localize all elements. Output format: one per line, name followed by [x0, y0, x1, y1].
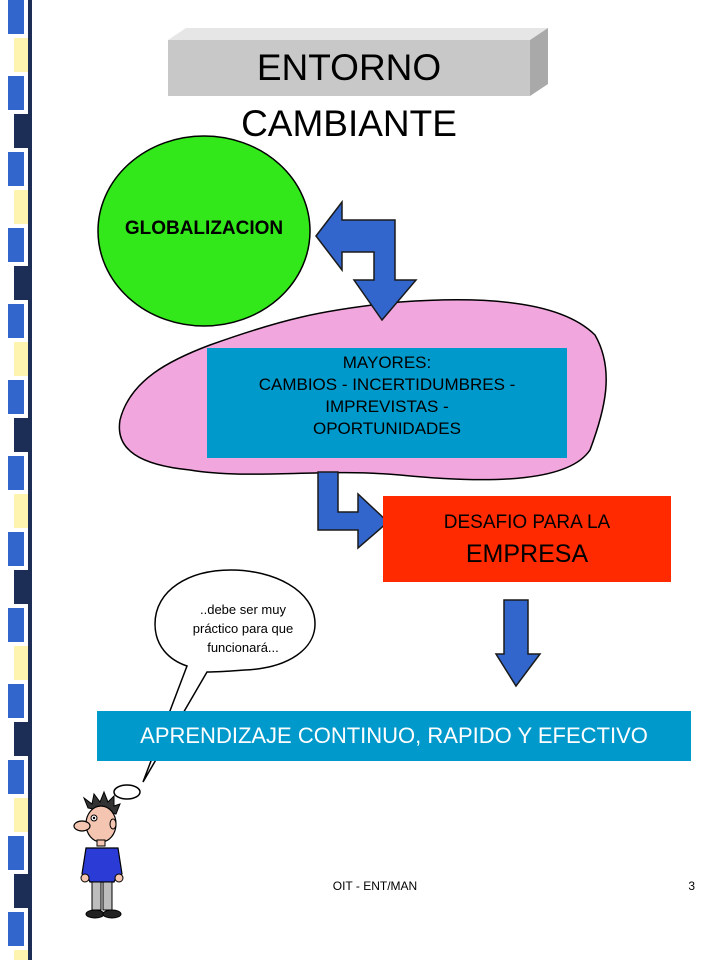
sidebar-block [8, 912, 24, 946]
sidebar-block [14, 646, 32, 680]
sidebar-stripe [8, 0, 32, 960]
aprendizaje-box: APRENDIZAJE CONTINUO, RAPIDO Y EFECTIVO [97, 711, 691, 761]
sidebar-block [14, 342, 32, 376]
sidebar-block [8, 532, 24, 566]
sidebar-block [8, 456, 24, 490]
sidebar-block [14, 190, 32, 224]
page-number: 3 [688, 879, 695, 893]
title-3d-box [168, 28, 548, 96]
bubble-line-3: funcionará... [207, 640, 279, 655]
sidebar-block [8, 684, 24, 718]
footer-center-text: OIT - ENT/MAN [332, 879, 418, 893]
curved-arrow-icon [315, 199, 418, 322]
bubble-line-2: práctico para que [192, 621, 294, 636]
sidebar-block [8, 76, 24, 110]
sidebar-block [8, 760, 24, 794]
sidebar-block [14, 38, 32, 72]
globalizacion-label: GLOBALIZACION [124, 218, 284, 239]
down-arrow-icon [494, 599, 542, 688]
desafio-line-2: EMPRESA [465, 540, 589, 568]
sidebar-block [8, 304, 24, 338]
desafio-line-1: DESAFIO PARA LA [443, 512, 611, 533]
desafio-box: DESAFIO PARA LA EMPRESA [383, 496, 671, 582]
sidebar-block [14, 494, 32, 528]
sidebar-block [14, 114, 32, 148]
sidebar-block [14, 950, 32, 960]
sidebar-block [8, 228, 24, 262]
sidebar-block [14, 874, 32, 908]
mayores-line-1: MAYORES: [342, 353, 432, 372]
mayores-line-3: IMPREVISTAS - [325, 397, 449, 416]
page-title: ENTORNO CAMBIANTE [241, 47, 457, 144]
mayores-box: MAYORES: CAMBIOS - INCERTIDUMBRES - IMPR… [207, 348, 567, 458]
sidebar-block [14, 266, 32, 300]
sidebar-block [8, 836, 24, 870]
thought-bubble-icon [113, 569, 316, 800]
sidebar-block [14, 722, 32, 756]
thought-bubble-text: ..debe ser muy práctico para que funcion… [168, 600, 318, 657]
sidebar-block [8, 608, 24, 642]
sidebar-block [8, 380, 24, 414]
globalizacion-ellipse [97, 135, 311, 327]
mayores-line-4: OPORTUNIDADES [313, 419, 461, 438]
sidebar-block [8, 0, 24, 34]
thinking-man-icon [73, 790, 124, 919]
mayores-line-2: CAMBIOS - INCERTIDUMBRES - [258, 375, 516, 394]
sidebar-rule [28, 0, 32, 960]
sidebar-block [14, 798, 32, 832]
sidebar-block [8, 152, 24, 186]
bubble-line-1: ..debe ser muy [200, 602, 286, 617]
sidebar-block [14, 570, 32, 604]
title-box [168, 40, 530, 96]
bent-arrow-icon [317, 471, 390, 550]
sidebar-block [14, 418, 32, 452]
